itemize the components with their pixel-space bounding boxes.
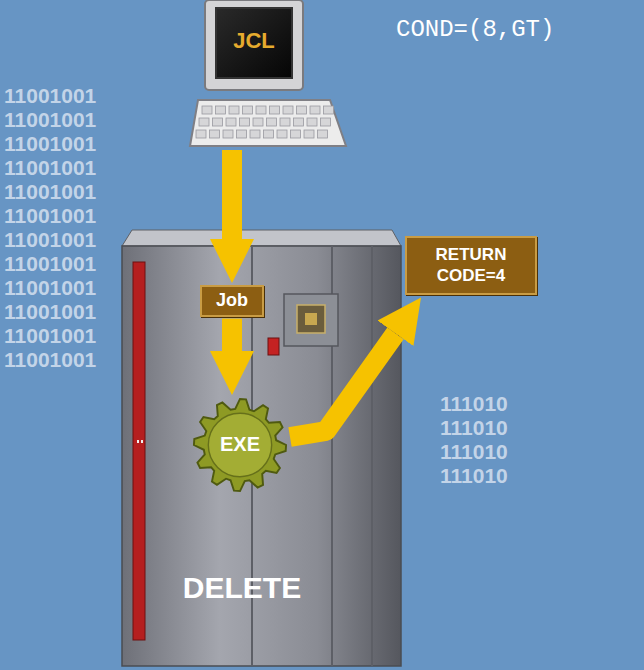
monitor-node: JCL: [190, 0, 346, 148]
binary-watermark: 11001001: [4, 300, 96, 324]
key: [280, 118, 290, 126]
binary-watermark: 11001001: [4, 204, 96, 228]
chip-board: [284, 294, 338, 346]
key: [213, 118, 223, 126]
binary-watermark: 111010: [440, 440, 508, 464]
binary-watermark: 11001001: [4, 324, 96, 348]
binary-watermark: 11001001: [4, 252, 96, 276]
key: [240, 118, 250, 126]
red-stripe: [133, 262, 145, 640]
monitor-body: [205, 0, 303, 90]
key: [264, 130, 274, 138]
binary-watermark: 11001001: [4, 108, 96, 132]
binary-watermark: 111010: [440, 464, 508, 488]
key: [267, 118, 277, 126]
key: [256, 106, 266, 114]
monitor-screen: [216, 8, 292, 78]
return-code-box: RETURN CODE=4: [405, 236, 537, 295]
exe-gear: EXE: [192, 397, 288, 493]
binary-watermark: 11001001: [4, 180, 96, 204]
flow-arrow: [222, 319, 242, 351]
key: [277, 130, 287, 138]
screen-text: JCL: [216, 28, 292, 54]
condition-text: COND=(8,GT): [396, 16, 554, 43]
key: [202, 106, 212, 114]
key: [318, 130, 328, 138]
panel-line: [371, 246, 373, 666]
stripe-dot: [137, 440, 139, 443]
keyboard: [190, 100, 346, 146]
key: [216, 106, 226, 114]
binary-watermark: 111010: [440, 416, 508, 440]
binary-watermark: 11001001: [4, 228, 96, 252]
key: [253, 118, 263, 126]
key: [291, 130, 301, 138]
server-cabinet: [122, 246, 401, 666]
cabinet-top: [122, 230, 401, 246]
key: [283, 106, 293, 114]
binary-watermark: 11001001: [4, 156, 96, 180]
key: [321, 118, 331, 126]
keyboard-keys: [196, 106, 334, 138]
red-component: [268, 338, 279, 355]
box-text: Job: [216, 290, 248, 312]
job-box: Job: [200, 285, 264, 317]
binary-watermark: 11001001: [4, 84, 96, 108]
key: [294, 118, 304, 126]
key: [210, 130, 220, 138]
key: [223, 130, 233, 138]
binary-watermark: 11001001: [4, 276, 96, 300]
chip: [297, 305, 325, 333]
chip-core: [305, 313, 317, 325]
key: [307, 118, 317, 126]
server-cabinet-node: JobEXE DELETE: [122, 230, 401, 666]
binary-watermark: 11001001: [4, 132, 96, 156]
key: [310, 106, 320, 114]
key: [243, 106, 253, 114]
gear-text: EXE: [192, 432, 288, 456]
key: [304, 130, 314, 138]
key: [196, 130, 206, 138]
key: [250, 130, 260, 138]
key: [270, 106, 280, 114]
key: [237, 130, 247, 138]
key: [229, 106, 239, 114]
stripe-dot: [141, 440, 143, 443]
key: [226, 118, 236, 126]
flow-arrow: [222, 150, 242, 239]
box-text: RETURN CODE=4: [415, 244, 527, 287]
key: [324, 106, 334, 114]
step-name: DELETE: [162, 570, 322, 606]
binary-watermark: 111010: [440, 392, 508, 416]
key: [297, 106, 307, 114]
key: [199, 118, 209, 126]
flow-arrow: [290, 333, 395, 437]
binary-watermark: 11001001: [4, 348, 96, 372]
